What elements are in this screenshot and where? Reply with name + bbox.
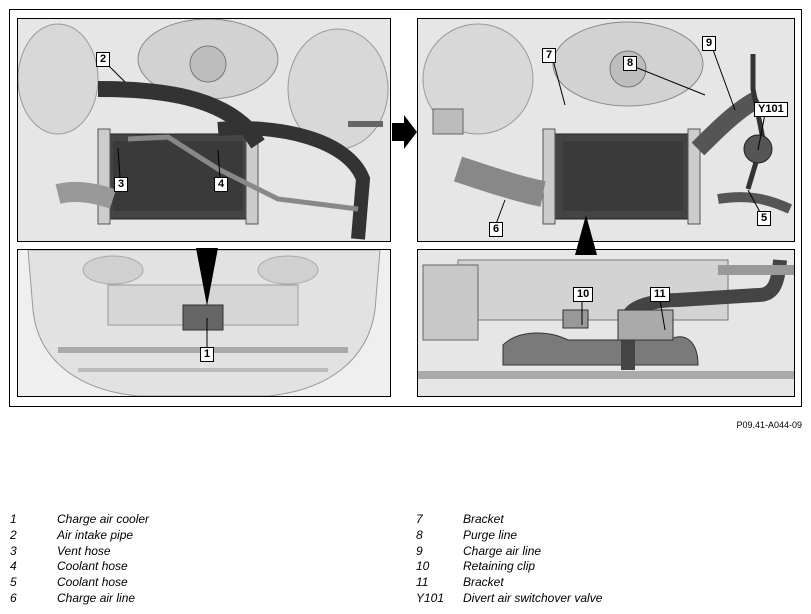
legend-number: 5 xyxy=(10,575,17,590)
callout-6: 6 xyxy=(489,222,504,237)
charge-air-cooler-underside xyxy=(418,250,794,396)
legend-text: Retaining clip xyxy=(463,559,536,574)
legend-row: 3 Vent hose xyxy=(10,544,400,560)
legend-row: 4 Coolant hose xyxy=(10,559,400,575)
legend-number: 2 xyxy=(10,527,17,542)
panel-bottom-right xyxy=(417,249,795,397)
legend-number: 9 xyxy=(416,543,423,558)
legend-row: 5 Coolant hose xyxy=(10,575,400,591)
legend-row: 1 Charge air cooler xyxy=(10,512,400,528)
legend-number: 3 xyxy=(10,543,17,558)
callout-7: 7 xyxy=(542,48,557,63)
callout-5: 5 xyxy=(757,211,772,226)
legend-row: 9 Charge air line xyxy=(416,544,806,560)
legend-number: 8 xyxy=(416,527,423,542)
callout-y101: Y101 xyxy=(754,102,788,117)
engine-illustration-top-left xyxy=(18,19,390,241)
legend-row: 2 Air intake pipe xyxy=(10,528,400,544)
legend-text: Bracket xyxy=(463,575,504,590)
legend-row: 11 Bracket xyxy=(416,575,806,591)
callout-1: 1 xyxy=(200,347,215,362)
engine-illustration-top-right xyxy=(418,19,794,241)
callout-4: 4 xyxy=(214,177,229,192)
legend-text: Coolant hose xyxy=(57,575,128,590)
callout-2: 2 xyxy=(96,52,111,67)
panel-top-right xyxy=(417,18,795,242)
legend-row: 8 Purge line xyxy=(416,528,806,544)
legend-number: 6 xyxy=(10,590,17,605)
callout-8: 8 xyxy=(623,56,638,71)
legend-number: 4 xyxy=(10,559,17,574)
leader-lines xyxy=(106,46,766,348)
legend-row: Y101 Divert air switchover valve xyxy=(416,591,806,607)
callout-10: 10 xyxy=(573,287,594,302)
panel-top-left xyxy=(17,18,391,242)
legend-number: 11 xyxy=(416,575,429,590)
legend-number: 7 xyxy=(416,512,423,526)
vehicle-front-overview xyxy=(18,250,390,396)
legend-text: Divert air switchover valve xyxy=(463,590,603,605)
legend-text: Air intake pipe xyxy=(57,527,134,542)
arrow-right-icon xyxy=(392,115,417,149)
legend-text: Charge air line xyxy=(57,590,136,605)
legend-row: 6 Charge air line xyxy=(10,591,400,607)
legend-row: 10 Retaining clip xyxy=(416,559,806,575)
legend-text: Purge line xyxy=(463,527,518,542)
legend-text: Vent hose xyxy=(57,543,111,558)
legend-number: Y101 xyxy=(416,590,445,605)
legend-text: Charge air line xyxy=(463,543,542,558)
callout-9: 9 xyxy=(702,36,717,51)
panel-bottom-left xyxy=(17,249,391,397)
legend-left: 1 Charge air cooler 2 Air intake pipe 3 Ven… xyxy=(10,512,400,607)
figure-reference: P09.41-A044-09 xyxy=(736,420,802,430)
legend-number: 10 xyxy=(416,559,430,574)
legend-text: Charge air cooler xyxy=(57,512,150,526)
legend-text: Bracket xyxy=(463,512,504,526)
legend-number: 1 xyxy=(10,512,17,526)
legend-row: 7 Bracket xyxy=(416,512,806,528)
legend-text: Coolant hose xyxy=(57,559,128,574)
arrow-up-icon xyxy=(575,215,597,255)
callout-11: 11 xyxy=(650,287,670,302)
callout-3: 3 xyxy=(114,177,129,192)
arrow-down-icon xyxy=(196,248,218,306)
